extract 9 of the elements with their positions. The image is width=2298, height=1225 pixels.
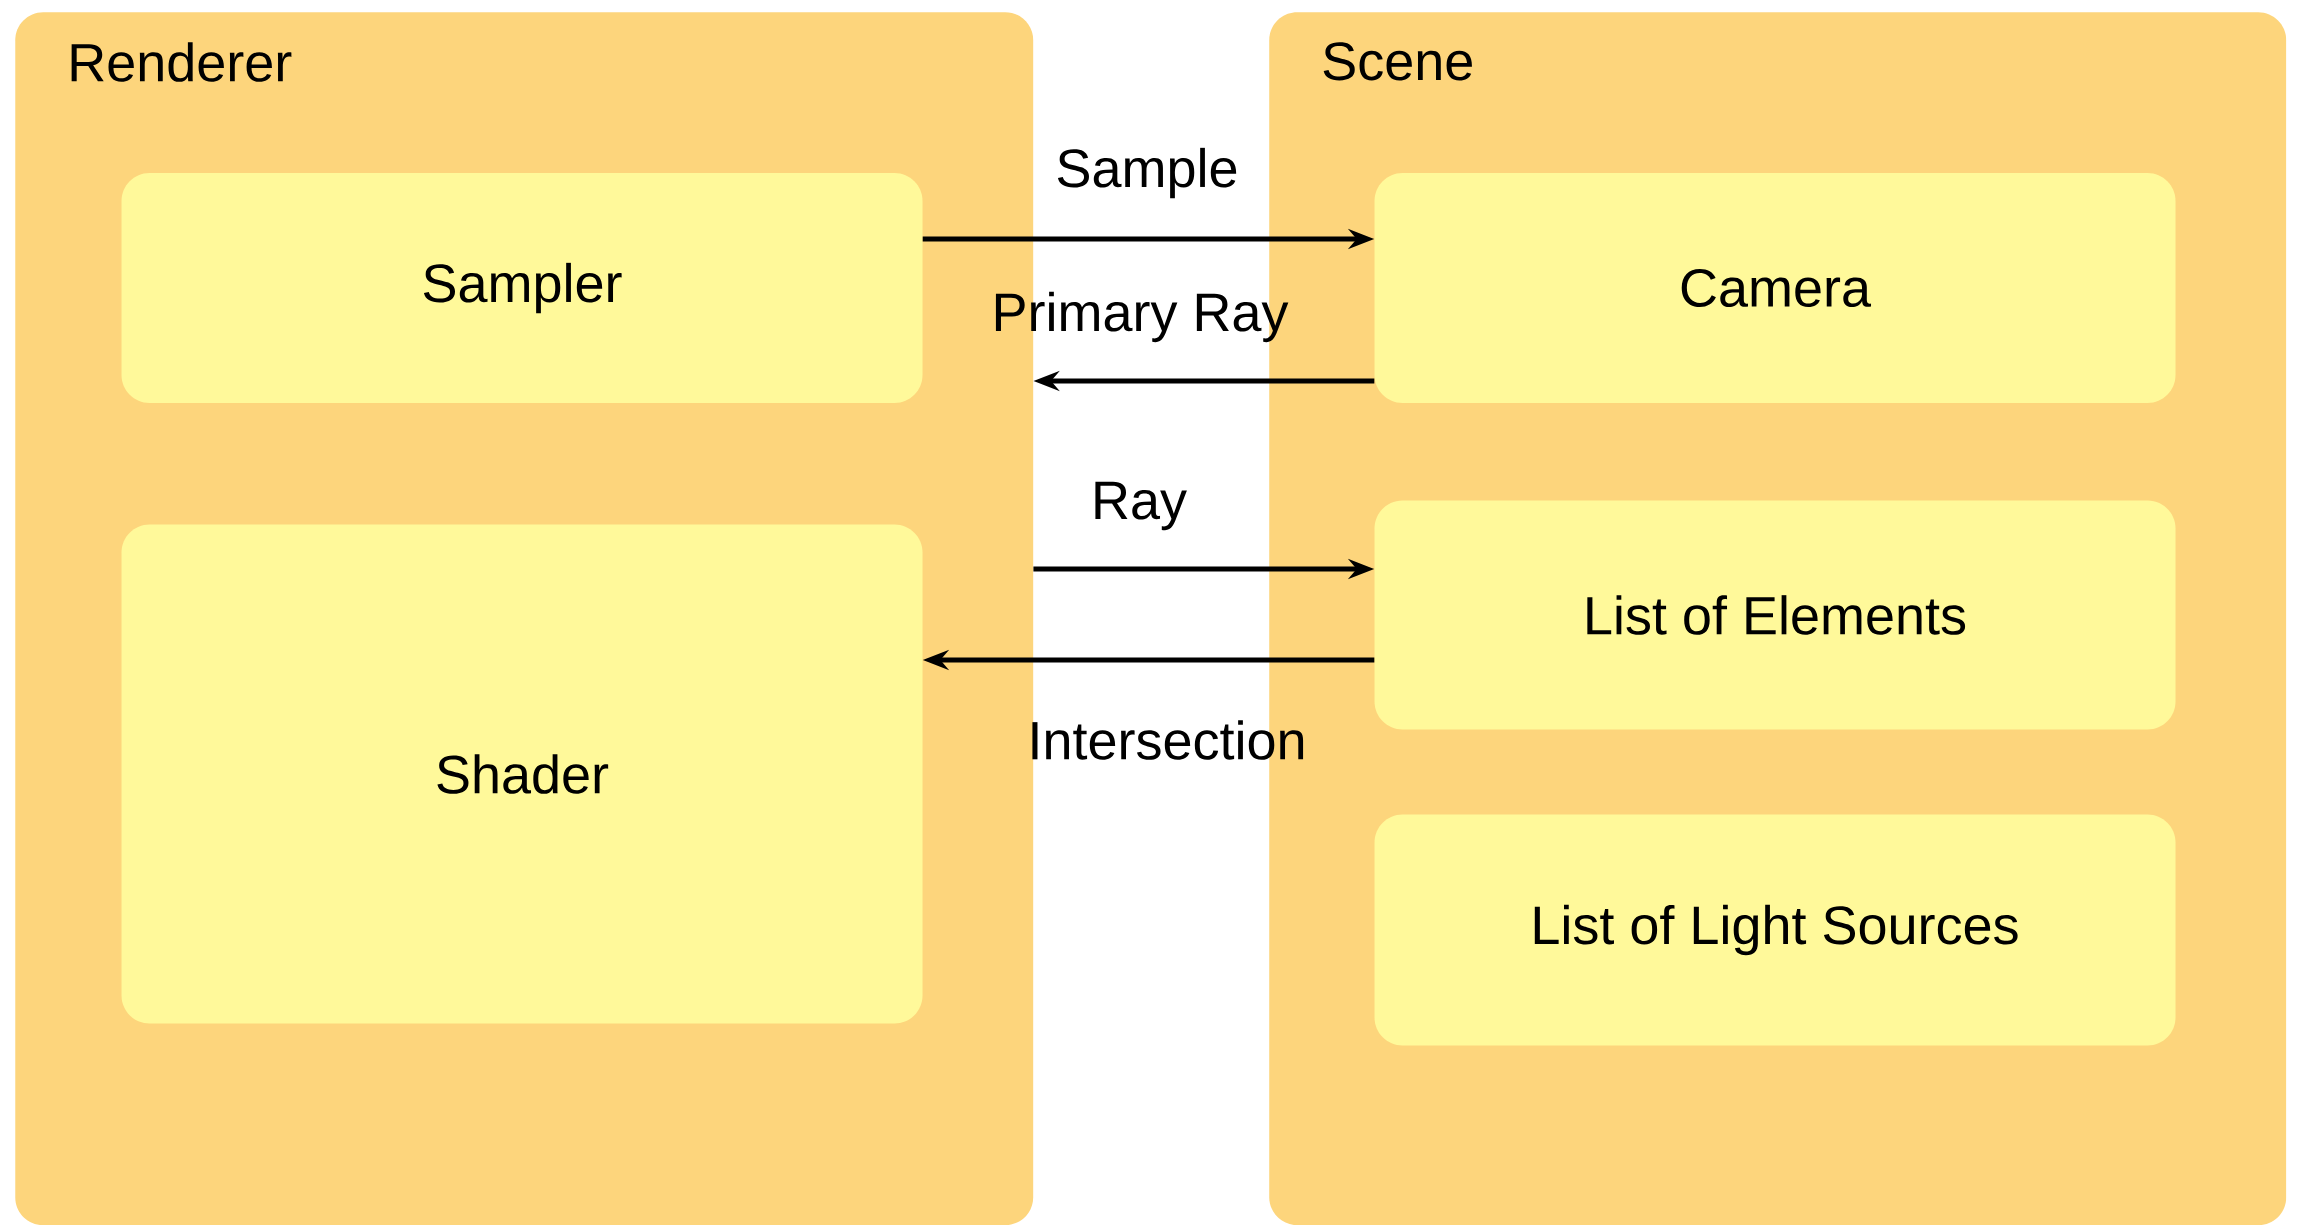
edge-label: Ray xyxy=(1095,481,1187,531)
edge-label: Primary Ray xyxy=(995,291,1289,343)
edge-label: Intersection xyxy=(1032,720,1304,760)
component-box: List of Light Sources xyxy=(1374,814,2176,1046)
component-box: List of Elements xyxy=(1374,500,2176,730)
component-box: Camera xyxy=(1374,173,2176,403)
component-box: Sampler xyxy=(121,173,923,403)
edge-label: Sample xyxy=(1057,147,1237,199)
component-box: Shader xyxy=(121,524,923,1024)
